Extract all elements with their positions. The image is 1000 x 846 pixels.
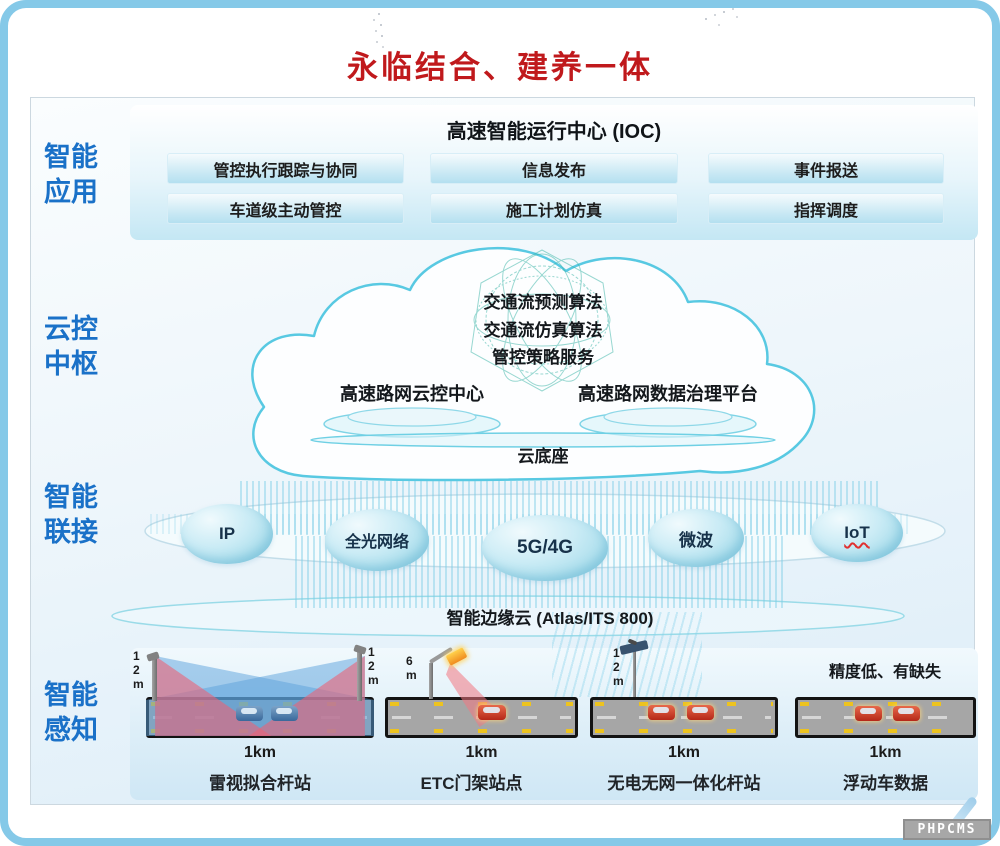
car-icon xyxy=(478,705,506,720)
pole-height-label: 12 m xyxy=(368,645,379,687)
segment-distance: 1km xyxy=(465,744,498,761)
btn-event-report[interactable]: 事件报送 xyxy=(708,153,944,184)
car-icon xyxy=(648,705,675,720)
watermark-logo: PHPCMS xyxy=(903,819,991,840)
pole-height-label: 12 m xyxy=(613,646,624,688)
car-icon xyxy=(687,705,714,720)
pole-height-label: 6 m xyxy=(406,654,417,682)
algorithm-traffic-forecast: 交通流预测算法 xyxy=(483,293,603,312)
station-name: 雷视拟合杆站 xyxy=(209,774,311,793)
segment-distance: 1km xyxy=(869,744,902,761)
segment-distance: 1km xyxy=(667,744,701,761)
station-name: 浮动车数据 xyxy=(843,774,928,793)
sensor-pole-icon xyxy=(152,655,157,701)
layer-label-application: 智能应用 xyxy=(44,142,98,207)
btn-control-tracking[interactable]: 管控执行跟踪与协同 xyxy=(167,153,404,184)
station-name: 无电无网一体化杆站 xyxy=(607,774,761,793)
pole-height-label: 12 m xyxy=(133,649,144,691)
data-quality-note: 精度低、有缺失 xyxy=(828,664,941,681)
platform-cloud-control-center: 高速路网云控中心 xyxy=(340,384,484,404)
sensor-pole-icon xyxy=(357,648,362,701)
ioc-title: 高速智能运行中心 (IOC) xyxy=(446,121,662,143)
station-name: ETC门架站点 xyxy=(420,774,523,793)
car-icon xyxy=(893,706,920,721)
algorithm-traffic-simulation: 交通流仿真算法 xyxy=(483,321,603,340)
ioc-band: 高速智能运行中心 (IOC) 管控执行跟踪与协同 信息发布 事件报送 车道级主动… xyxy=(130,105,978,240)
page-title: 永临结合、建养一体 xyxy=(347,50,653,85)
btn-lane-control[interactable]: 车道级主动管控 xyxy=(167,193,404,224)
car-icon xyxy=(271,706,298,721)
layer-label-connection: 智能联接 xyxy=(44,482,98,547)
solar-pole-icon xyxy=(633,651,636,697)
road-segment xyxy=(590,697,778,738)
layer-label-cloud-hub: 云控中枢 xyxy=(44,314,98,379)
btn-construction-sim[interactable]: 施工计划仿真 xyxy=(430,193,678,224)
btn-dispatch[interactable]: 指挥调度 xyxy=(708,193,944,224)
cloud-base-label: 云底座 xyxy=(517,447,569,466)
car-icon xyxy=(855,706,882,721)
car-icon xyxy=(236,706,263,721)
layer-label-perception: 智能感知 xyxy=(44,680,98,745)
segment-distance: 1km xyxy=(243,744,277,761)
btn-info-publish[interactable]: 信息发布 xyxy=(430,153,678,184)
algorithm-control-strategy: 管控策略服务 xyxy=(492,348,594,367)
platform-data-governance: 高速路网数据治理平台 xyxy=(578,384,758,404)
road-segment xyxy=(795,697,976,738)
gantry-pole-icon xyxy=(429,663,433,699)
edge-cloud-label: 智能边缘云 (Atlas/ITS 800) xyxy=(446,609,654,628)
